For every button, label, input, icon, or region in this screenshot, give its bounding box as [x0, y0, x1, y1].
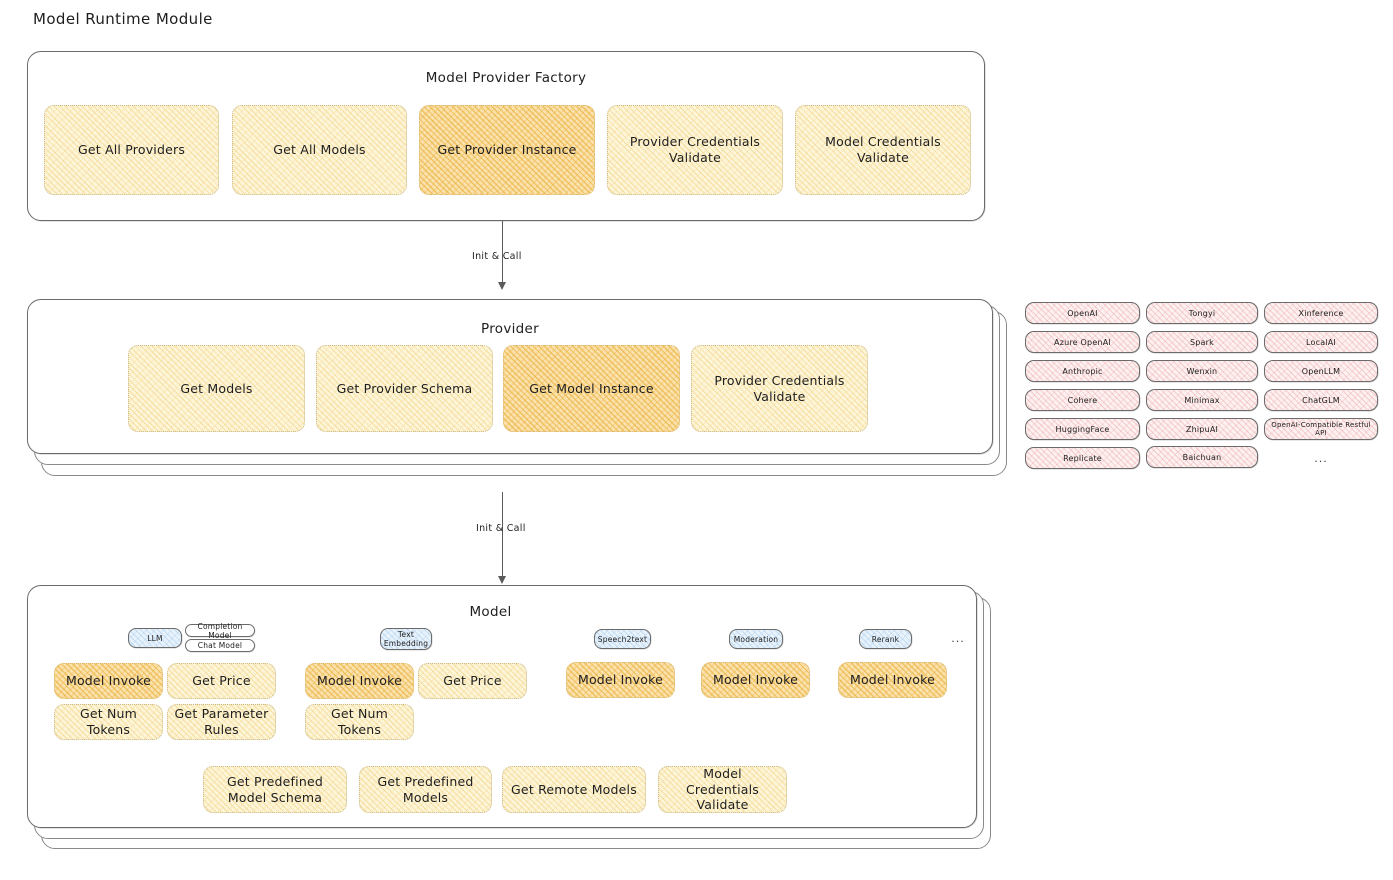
node-text-embedding-get-price[interactable]: Get Price	[418, 663, 527, 699]
node-get-provider-instance[interactable]: Get Provider Instance	[419, 105, 595, 195]
model-tag-text-embedding[interactable]: Text Embedding	[380, 628, 432, 650]
model-subtag-chat-model[interactable]: Chat Model	[185, 639, 255, 652]
node-get-predefined-model-schema[interactable]: Get Predefined Model Schema	[203, 766, 347, 813]
node-get-all-providers[interactable]: Get All Providers	[44, 105, 219, 195]
provider-pill-azure-openai[interactable]: Azure OpenAI	[1025, 331, 1140, 353]
node-llm-get-num-tokens[interactable]: Get Num Tokens	[54, 704, 163, 740]
node-model-credentials-validate[interactable]: Model Credentials Validate	[795, 105, 971, 195]
provider-pill-openai-compatible-restful-api[interactable]: OpenAI-Compatible Restful API	[1264, 418, 1378, 440]
provider-pill-wenxin[interactable]: Wenxin	[1146, 360, 1258, 382]
model-provider-factory-title: Model Provider Factory	[425, 70, 587, 86]
node-provider-credentials-validate-2[interactable]: Provider Credentials Validate	[691, 345, 868, 432]
provider-pill-minimax[interactable]: Minimax	[1146, 389, 1258, 411]
model-tag-rerank[interactable]: Rerank	[859, 629, 912, 649]
node-get-all-models[interactable]: Get All Models	[232, 105, 407, 195]
node-llm-get-parameter-rules[interactable]: Get Parameter Rules	[167, 704, 276, 740]
model-tag-moderation[interactable]: Moderation	[729, 629, 783, 649]
node-get-model-instance[interactable]: Get Model Instance	[503, 345, 680, 432]
node-get-provider-schema[interactable]: Get Provider Schema	[316, 345, 493, 432]
provider-pill-baichuan[interactable]: Baichuan	[1146, 446, 1258, 468]
node-model-credentials-validate-2[interactable]: Model Credentials Validate	[658, 766, 787, 813]
provider-pill-xinference[interactable]: Xinference	[1264, 302, 1378, 324]
provider-pill-replicate[interactable]: Replicate	[1025, 447, 1140, 469]
provider-pill-zhipuai[interactable]: ZhipuAI	[1146, 418, 1258, 440]
arrow-label-init-call-1: Init & Call	[472, 251, 522, 262]
node-get-predefined-models[interactable]: Get Predefined Models	[359, 766, 492, 813]
provider-pill-cohere[interactable]: Cohere	[1025, 389, 1140, 411]
node-speech2text-model-invoke[interactable]: Model Invoke	[566, 662, 675, 698]
provider-pill-localai[interactable]: LocalAI	[1264, 331, 1378, 353]
node-provider-credentials-validate[interactable]: Provider Credentials Validate	[607, 105, 783, 195]
node-get-remote-models[interactable]: Get Remote Models	[502, 766, 646, 813]
node-get-models[interactable]: Get Models	[128, 345, 305, 432]
page-title: Model Runtime Module	[33, 10, 213, 28]
model-types-more-ellipsis: ...	[951, 632, 965, 645]
provider-title: Provider	[481, 321, 539, 337]
node-rerank-model-invoke[interactable]: Model Invoke	[838, 662, 947, 698]
node-llm-model-invoke[interactable]: Model Invoke	[54, 663, 163, 699]
provider-pill-chatglm[interactable]: ChatGLM	[1264, 389, 1378, 411]
model-tag-speech2text[interactable]: Speech2text	[594, 629, 651, 649]
arrow-factory-to-provider-line	[502, 221, 504, 284]
node-llm-get-price[interactable]: Get Price	[167, 663, 276, 699]
node-text-embedding-get-num-tokens[interactable]: Get Num Tokens	[305, 704, 414, 740]
model-tag-llm[interactable]: LLM	[128, 628, 182, 648]
arrow-label-init-call-2: Init & Call	[476, 523, 526, 534]
node-text-embedding-model-invoke[interactable]: Model Invoke	[305, 663, 414, 699]
provider-pill-anthropic[interactable]: Anthropic	[1025, 360, 1140, 382]
provider-pill-openai[interactable]: OpenAI	[1025, 302, 1140, 324]
node-moderation-model-invoke[interactable]: Model Invoke	[701, 662, 810, 698]
provider-pill-openllm[interactable]: OpenLLM	[1264, 360, 1378, 382]
provider-pill-huggingface[interactable]: HuggingFace	[1025, 418, 1140, 440]
provider-pill-tongyi[interactable]: Tongyi	[1146, 302, 1258, 324]
model-subtag-completion-model[interactable]: Completion Model	[185, 622, 255, 640]
provider-pill-spark[interactable]: Spark	[1146, 331, 1258, 353]
arrow-factory-to-provider-head	[498, 282, 506, 290]
arrow-provider-to-model-line	[502, 492, 504, 579]
provider-list-more-ellipsis: ...	[1314, 452, 1328, 465]
model-title: Model	[469, 604, 512, 620]
arrow-provider-to-model-head	[498, 576, 506, 584]
